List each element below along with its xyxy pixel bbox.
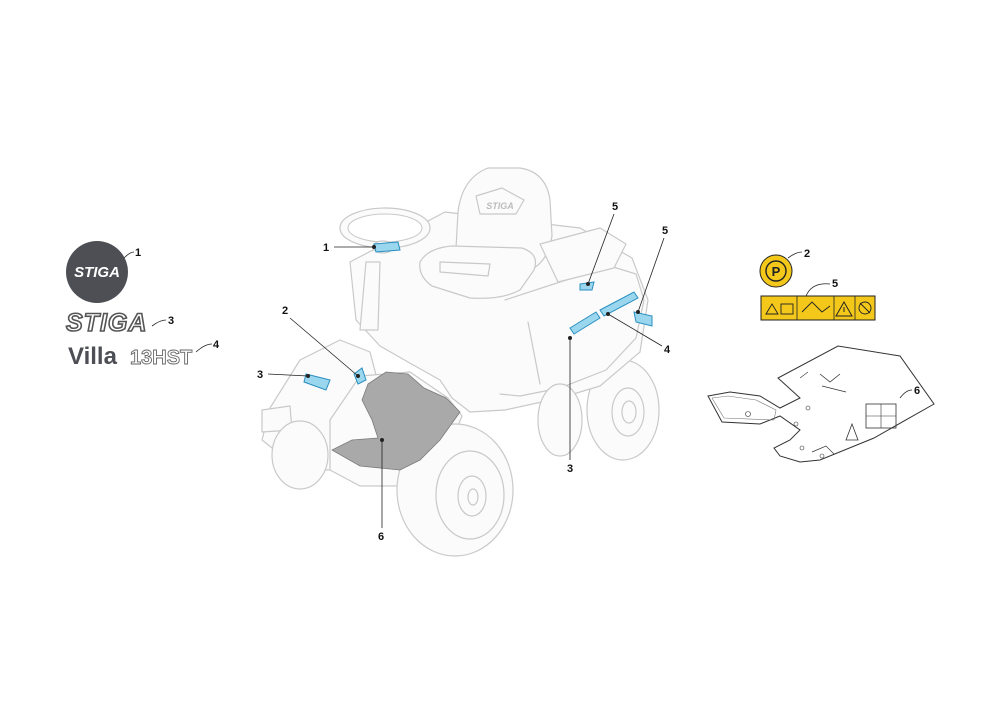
- hood-crease: [527, 321, 541, 385]
- decal-4-side-installed: [599, 291, 639, 317]
- callout-4-left: 4: [213, 339, 220, 351]
- parking-symbol: P: [772, 264, 781, 279]
- seat-cushion: [419, 245, 537, 299]
- part-5-warning-strip-decal: [760, 295, 876, 321]
- riding-mower-outline: STIGA: [261, 167, 660, 557]
- leader-5-mower-rear: [587, 213, 615, 285]
- callout-2-right: 2: [804, 248, 810, 260]
- rear-cover: [539, 227, 627, 283]
- hand-hazard-pictogram-icon: [858, 301, 872, 315]
- callout-5-right: 5: [832, 278, 838, 290]
- villa-text: Villa: [68, 343, 118, 370]
- blade-pictogram-icon: [801, 301, 831, 313]
- model-text: 13HST: [130, 347, 192, 369]
- leader-4-mower: [607, 313, 663, 347]
- leader-5-mower-side: [637, 237, 665, 313]
- leader-1-left: [123, 251, 135, 259]
- part-2-parking-brake-decal: P: [759, 254, 793, 288]
- callout-4-mower: 4: [664, 344, 671, 356]
- callout-3-mower-side: 3: [567, 463, 573, 475]
- callout-5-mower-rear: 5: [612, 201, 618, 213]
- callout-6-right: 6: [914, 385, 920, 397]
- callout-1-left: 1: [135, 247, 141, 259]
- leader-3-mower-front: [267, 373, 309, 377]
- front-wheel-left: [271, 420, 329, 490]
- stiga-wordmark-text: STIGA: [66, 309, 147, 337]
- leader-2-mower: [289, 317, 359, 377]
- rear-wheel-left: [396, 423, 514, 557]
- leader-5-right: [805, 283, 831, 297]
- decal-5-side-installed: [633, 311, 653, 327]
- rear-wheel-center: [537, 383, 583, 457]
- leader-6-right: [899, 389, 913, 399]
- callout-3-mower-front: 3: [257, 369, 263, 381]
- part-4-villa-model-decal: Villa 13HST: [68, 343, 193, 370]
- callout-6-mower: 6: [378, 531, 384, 543]
- decal-3-side-installed: [569, 311, 601, 335]
- leader-4-left: [195, 343, 213, 353]
- slope-pictogram-icon: [765, 303, 779, 315]
- warning-triangle-icon: [835, 300, 853, 317]
- seat-logo-area: [475, 187, 525, 215]
- callout-2-mower: 2: [282, 305, 288, 317]
- callout-1-mower: 1: [323, 242, 329, 254]
- seat-ribs: [439, 261, 491, 277]
- seat-logo-text: STIGA: [486, 201, 514, 211]
- operator-pictogram-icon: [780, 303, 794, 315]
- part-3-stiga-wordmark-decal: STIGA: [65, 308, 147, 338]
- leader-3-left: [151, 319, 167, 327]
- decal-3-front-installed: [303, 373, 331, 391]
- stiga-circle-logo-text: STIGA: [74, 264, 120, 281]
- part-6-footboard-mat: [707, 345, 935, 463]
- leader-2-right: [787, 251, 803, 259]
- callout-5-mower-side: 5: [662, 225, 668, 237]
- steering-column: [359, 261, 381, 331]
- part-1-stiga-round-decal: STIGA: [66, 241, 128, 303]
- decal-1-steering-installed: [373, 241, 401, 253]
- callout-3-left: 3: [168, 315, 174, 327]
- footboard-mat-installed: [331, 371, 461, 471]
